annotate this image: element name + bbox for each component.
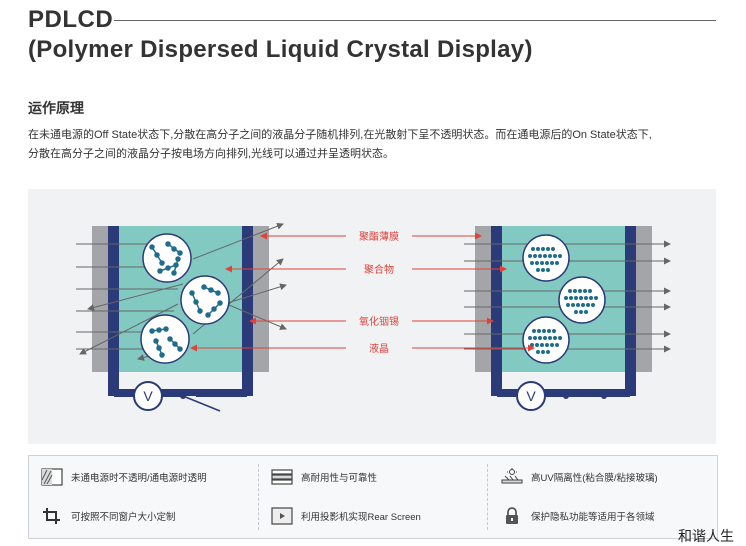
right-polyester-film <box>253 226 269 372</box>
feature-box: 未通电源时不透明/通电源时透明 高耐用性与可靠性 高UV隔离性(粘合膜/粘接玻璃… <box>28 455 718 539</box>
pdlc-diagram: V <box>28 189 716 444</box>
lock-icon <box>501 507 523 525</box>
right-polyester-film-on <box>636 226 652 372</box>
left-polyester-film-on <box>475 226 491 372</box>
on-state-circuit: V <box>497 382 630 410</box>
right-electrode-on <box>625 226 636 396</box>
feature-label: 可按照不同窗户大小定制 <box>71 509 176 523</box>
left-polyester-film <box>92 226 108 372</box>
off-state-circuit: V <box>114 382 247 411</box>
label-polymer: 聚合物 <box>364 263 394 276</box>
label-ito: 氧化铟锡 <box>359 315 399 328</box>
half-transparent-icon <box>41 468 63 486</box>
description-line-2: 分散在高分子之间的液晶分子按电场方向排列,光线可以通过并呈透明状态。 <box>28 145 728 164</box>
open-switch <box>183 396 220 411</box>
page-title-line2: (Polymer Dispersed Liquid Crystal Displa… <box>28 36 533 64</box>
description-line-1: 在未通电源的Off State状态下,分散在高分子之间的液晶分子随机排列,在光散… <box>28 126 728 145</box>
label-liquid-crystal: 液晶 <box>369 342 389 355</box>
feature-label: 利用投影机实现Rear Screen <box>301 509 421 523</box>
feature-item-4: 可按照不同窗户大小定制 <box>41 507 176 525</box>
crop-icon <box>41 507 63 525</box>
page-title-line1: PDLCD <box>28 6 113 34</box>
feature-label: 高UV隔离性(粘合膜/粘接玻璃) <box>531 470 658 484</box>
diagram-panel: V <box>28 189 716 444</box>
projector-screen-icon <box>271 507 293 525</box>
left-electrode-on <box>491 226 502 396</box>
feature-divider-2 <box>487 464 488 530</box>
feature-item-5: 利用投影机实现Rear Screen <box>271 507 421 525</box>
voltmeter-label: V <box>143 388 153 404</box>
title-divider <box>114 20 716 21</box>
principle-description: 在未通电源的Off State状态下,分散在高分子之间的液晶分子随机排列,在光散… <box>28 126 728 164</box>
layers-icon <box>271 468 293 486</box>
feature-label: 高耐用性与可靠性 <box>301 470 377 484</box>
feature-label: 未通电源时不透明/通电源时透明 <box>71 470 207 484</box>
watermark: 和谐人生 <box>678 526 734 546</box>
section-heading: 运作原理 <box>28 98 84 118</box>
feature-label: 保护隐私功能等适用于各领域 <box>531 509 655 523</box>
uv-shield-icon <box>501 468 523 486</box>
feature-item-1: 未通电源时不透明/通电源时透明 <box>41 468 207 486</box>
label-polymer-film: 聚酯薄膜 <box>359 230 399 243</box>
feature-divider-1 <box>258 464 259 530</box>
feature-item-2: 高耐用性与可靠性 <box>271 468 377 486</box>
voltmeter-label-on: V <box>526 388 536 404</box>
feature-item-6: 保护隐私功能等适用于各领域 <box>501 507 655 525</box>
feature-item-3: 高UV隔离性(粘合膜/粘接玻璃) <box>501 468 658 486</box>
